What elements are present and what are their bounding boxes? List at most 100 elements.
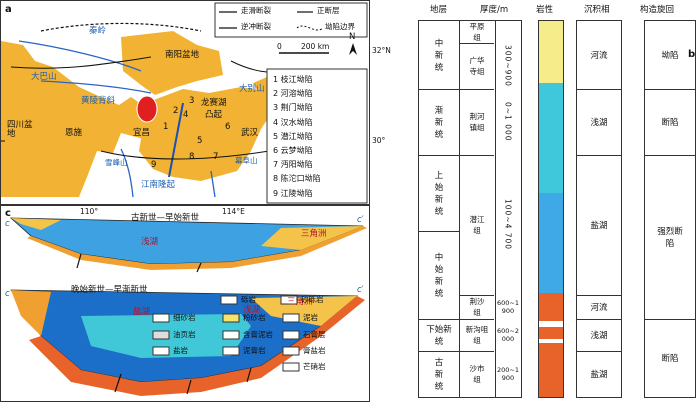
litho-gypsum-layer: 石膏层 [303, 330, 326, 339]
series-lower-eocene: 下始新统 [419, 319, 459, 352]
place-wuhan: 武汉 [241, 128, 259, 138]
litho-mud-gypsum: 泥膏岩 [243, 346, 266, 355]
thickness-4: 600~1 900 [497, 299, 519, 315]
lower-c: c [5, 289, 10, 299]
lon-114: 114°E [222, 207, 245, 216]
litho-fine-sandstone: 细砂岩 [173, 313, 196, 322]
series-middle-eocene: 中始新统 [419, 231, 459, 320]
legend-strike-slip: 走滑断裂 [241, 6, 271, 15]
facies-salt-1: 盐湖 [590, 221, 608, 231]
place-qinling: 秦岭 [89, 26, 107, 36]
header-lithology: 岩性 [536, 5, 554, 15]
litho-mirabilite: 芒硝岩 [303, 362, 326, 371]
litho-siltstone: 粉砂岩 [243, 313, 266, 322]
depression-1: 1 枝江坳陷 [273, 75, 313, 84]
scale-zero: 0 [277, 42, 282, 51]
series-oligocene: 渐新统 [419, 89, 459, 156]
facies-salt-2: 盐湖 [590, 370, 608, 380]
litho-conglomerate: 砾岩 [241, 295, 256, 304]
panel-c-sections: c c c′ c c′ 古新世—早始新世 浅湖 三角洲 晚始新世—早渐新世 盐湖… [0, 205, 370, 402]
map-num-3: 3 [189, 96, 195, 106]
facies-column: 河流 浅湖 盐湖 河流 浅湖 盐湖 [576, 20, 622, 398]
series-upper-eocene: 上始新统 [419, 155, 459, 232]
scale-value: 200 km [301, 42, 330, 51]
facies-river-1: 河流 [590, 51, 608, 61]
place-dabashan: 大巴山 [31, 72, 57, 82]
series-paleocene: 古新统 [434, 358, 444, 392]
lithology-swatches [152, 295, 300, 372]
panel-b-column: 地层 厚度/m 岩性 沉积相 构造旋回 b 中新统 渐新统 上始新统 中始新统 … [418, 0, 700, 402]
panel-a-label: a [5, 4, 12, 15]
legend-thrust-fault: 逆冲断裂 [241, 22, 271, 31]
lithology-column [538, 20, 564, 398]
lower-shallow: 浅湖 [243, 305, 261, 315]
litho-gypsum-salt: 膏盐岩 [303, 346, 326, 355]
litho-gypsum-mudstone: 含膏泥岩 [243, 330, 273, 339]
upper-title: 古新世—早始新世 [131, 213, 200, 223]
depression-7: 7 沔阳坳陷 [273, 160, 313, 170]
place-xuefengshan: 雪峰山 [105, 158, 128, 167]
depression-9: 9 江陵坳陷 [273, 188, 313, 198]
panel-c-label: c [5, 208, 11, 219]
upper-c: c [5, 219, 10, 229]
thickness-column: 300~900 0~1 000 100~4 700 600~1 900 600~… [496, 20, 522, 398]
sections-svg [9, 217, 367, 396]
panel-b-label: b [688, 49, 696, 60]
formation-jingsha: 荆沙组 [469, 297, 485, 317]
tectonic-column: 坳陷 断陷 强烈断陷 断陷 [644, 20, 696, 398]
lon-110: 110° [80, 207, 99, 216]
litho-rock-salt: 盐岩 [173, 346, 188, 355]
tectonic-depression: 坳陷 [661, 51, 679, 61]
lower-salt: 盐湖 [133, 307, 151, 317]
map-num-9: 9 [151, 160, 157, 170]
lower-delta: 三角洲 [287, 297, 313, 307]
map-num-8: 8 [189, 152, 195, 162]
upper-c-prime: c′ [357, 215, 364, 225]
place-nanyang: 南阳盆地 [165, 50, 200, 60]
series-column: 中新统 渐新统 上始新统 中始新统 下始新统 古新统 [418, 20, 460, 398]
tectonic-rift-1: 断陷 [661, 118, 679, 128]
map-num-4: 4 [183, 110, 189, 120]
litho-oil-shale: 油页岩 [173, 330, 196, 339]
formation-jingzhen: 荆河镇组 [469, 112, 485, 132]
facies-shallow-2: 浅湖 [590, 331, 608, 341]
map-num-1: 1 [163, 122, 169, 132]
map-num-2: 2 [173, 106, 179, 116]
thickness-3: 100~4 700 [503, 199, 513, 251]
thickness-1: 300~900 [503, 45, 513, 87]
depression-8: 8 陈沱口坳陷 [273, 174, 321, 184]
header-strata: 地层 [430, 5, 448, 15]
depression-6: 6 云梦坳陷 [273, 146, 313, 156]
map-svg [1, 2, 368, 204]
place-mufushan: 幕阜山 [235, 156, 258, 165]
huangling-core [136, 95, 158, 123]
lat-32: 32°N [372, 46, 391, 55]
place-jiangnan: 江南隆起 [141, 180, 176, 190]
formation-guanghuasi: 广华寺组 [469, 56, 485, 76]
tectonic-rift-2: 断陷 [661, 354, 679, 364]
tectonic-strong-rift: 强烈断陷 [657, 227, 683, 249]
depression-5: 5 潜江坳陷 [273, 131, 313, 141]
map-orange-north [121, 31, 223, 95]
thickness-6: 200~1 900 [497, 366, 519, 382]
place-dabieshan: 大别山 [239, 84, 265, 94]
lower-title: 晚始新世—早渐新世 [71, 285, 148, 295]
map-orange-west [1, 41, 151, 197]
legend-normal-fault: 正断层 [317, 6, 340, 15]
map-num-7: 7 [213, 152, 219, 162]
depression-2: 2 河溶坳陷 [273, 89, 313, 99]
upper-delta: 三角洲 [301, 229, 327, 239]
place-tuqi: 凸起 [205, 110, 223, 120]
depression-3: 3 荆门坳陷 [273, 103, 313, 113]
panel-a-map: a 走滑断裂 正断层 逆冲断裂 坳陷边界 0 200 km N 32°N 秦岭 … [0, 0, 391, 205]
depression-list: 1 枝江坳陷 2 河溶坳陷 3 荆门坳陷 4 汉水坳陷 5 潜江坳陷 6 云梦坳… [273, 73, 321, 201]
formation-shashi: 沙市组 [469, 364, 485, 384]
header-tectonic: 构造旋回 [640, 5, 675, 15]
upper-shallow: 浅湖 [141, 237, 159, 247]
place-sichuan: 四川盆地 [7, 120, 33, 139]
facies-shallow-1: 浅湖 [590, 118, 608, 128]
thickness-5: 600~2 000 [497, 327, 519, 343]
formation-qianjiang: 潜江组 [469, 215, 485, 235]
place-enshi: 恩施 [65, 128, 83, 138]
lower-c-prime: c′ [357, 285, 364, 295]
